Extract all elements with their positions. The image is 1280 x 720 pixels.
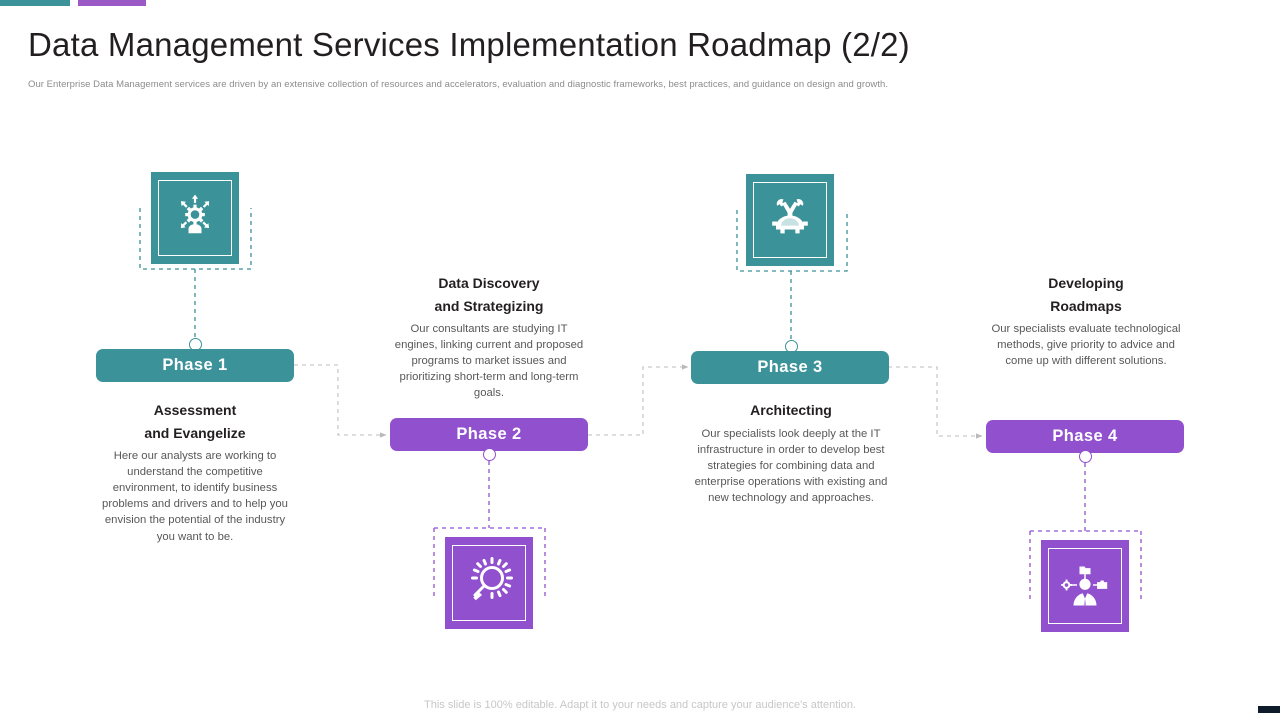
- icon-inner-frame: [158, 180, 232, 256]
- phase-4-pill-label: Phase 4: [1052, 427, 1118, 445]
- phase-4-icon-tile: [1041, 540, 1129, 632]
- phase-3-icon-tile: [746, 174, 834, 266]
- phase-2-icon-tile: [445, 537, 533, 629]
- phase-1-icon-tile: [151, 172, 239, 264]
- phase-3-text-block: Architecting Our specialists look deeply…: [693, 399, 889, 506]
- phase-4-body: Our specialists evaluate technological m…: [991, 323, 1181, 368]
- phase-1-pill[interactable]: Phase 1: [96, 349, 294, 382]
- phase-3-pill-label: Phase 3: [757, 358, 823, 376]
- phase-1-heading: Assessment and Evangelize: [144, 402, 246, 441]
- phase-2-node-dot: [483, 448, 496, 461]
- phase-4-node-dot: [1079, 450, 1092, 463]
- phase-4-heading: Developing Roadmaps: [1048, 275, 1124, 314]
- icon-inner-frame: [753, 182, 827, 258]
- page-title: Data Management Services Implementation …: [28, 26, 910, 63]
- corner-mark: [1258, 706, 1280, 713]
- phase-2-pill-label: Phase 2: [456, 425, 522, 443]
- phase-3-body: Our specialists look deeply at the IT in…: [694, 427, 888, 504]
- phase-3-pill[interactable]: Phase 3: [691, 351, 889, 384]
- phase-4-text-block: Developing Roadmaps Our specialists eval…: [988, 272, 1184, 369]
- phase-2-body: Our consultants are studying IT engines,…: [394, 323, 584, 400]
- accent-bar-teal: [0, 0, 70, 6]
- phase-4-pill[interactable]: Phase 4: [986, 420, 1184, 453]
- phase-2-text-block: Data Discovery and Strategizing Our cons…: [391, 272, 587, 402]
- phase-1-body: Here our analysts are working to underst…: [102, 450, 288, 543]
- footer-note: This slide is 100% editable. Adapt it to…: [424, 699, 856, 711]
- page-subtitle: Our Enterprise Data Management services …: [28, 79, 889, 90]
- connector-p3-p4: [888, 366, 983, 439]
- phase-2-heading: Data Discovery and Strategizing: [434, 275, 544, 314]
- connector-p2-p3: [588, 364, 689, 436]
- person-network-icon: [1061, 566, 1108, 606]
- connector-p1-p2: [294, 364, 387, 438]
- phase-1-pill-label: Phase 1: [162, 356, 228, 374]
- accent-bar-purple: [78, 0, 146, 6]
- phase-1-text-block: Assessment and Evangelize Here our analy…: [97, 399, 293, 545]
- magnifying-glass-icon: [471, 557, 513, 601]
- phase-3-heading: Architecting: [750, 402, 832, 418]
- person-gear-arrows-icon: [180, 194, 210, 234]
- icon-inner-frame: [452, 545, 526, 621]
- icon-inner-frame: [1048, 548, 1122, 624]
- phase-2-pill[interactable]: Phase 2: [390, 418, 588, 451]
- gear-wrench-icon: [772, 199, 808, 234]
